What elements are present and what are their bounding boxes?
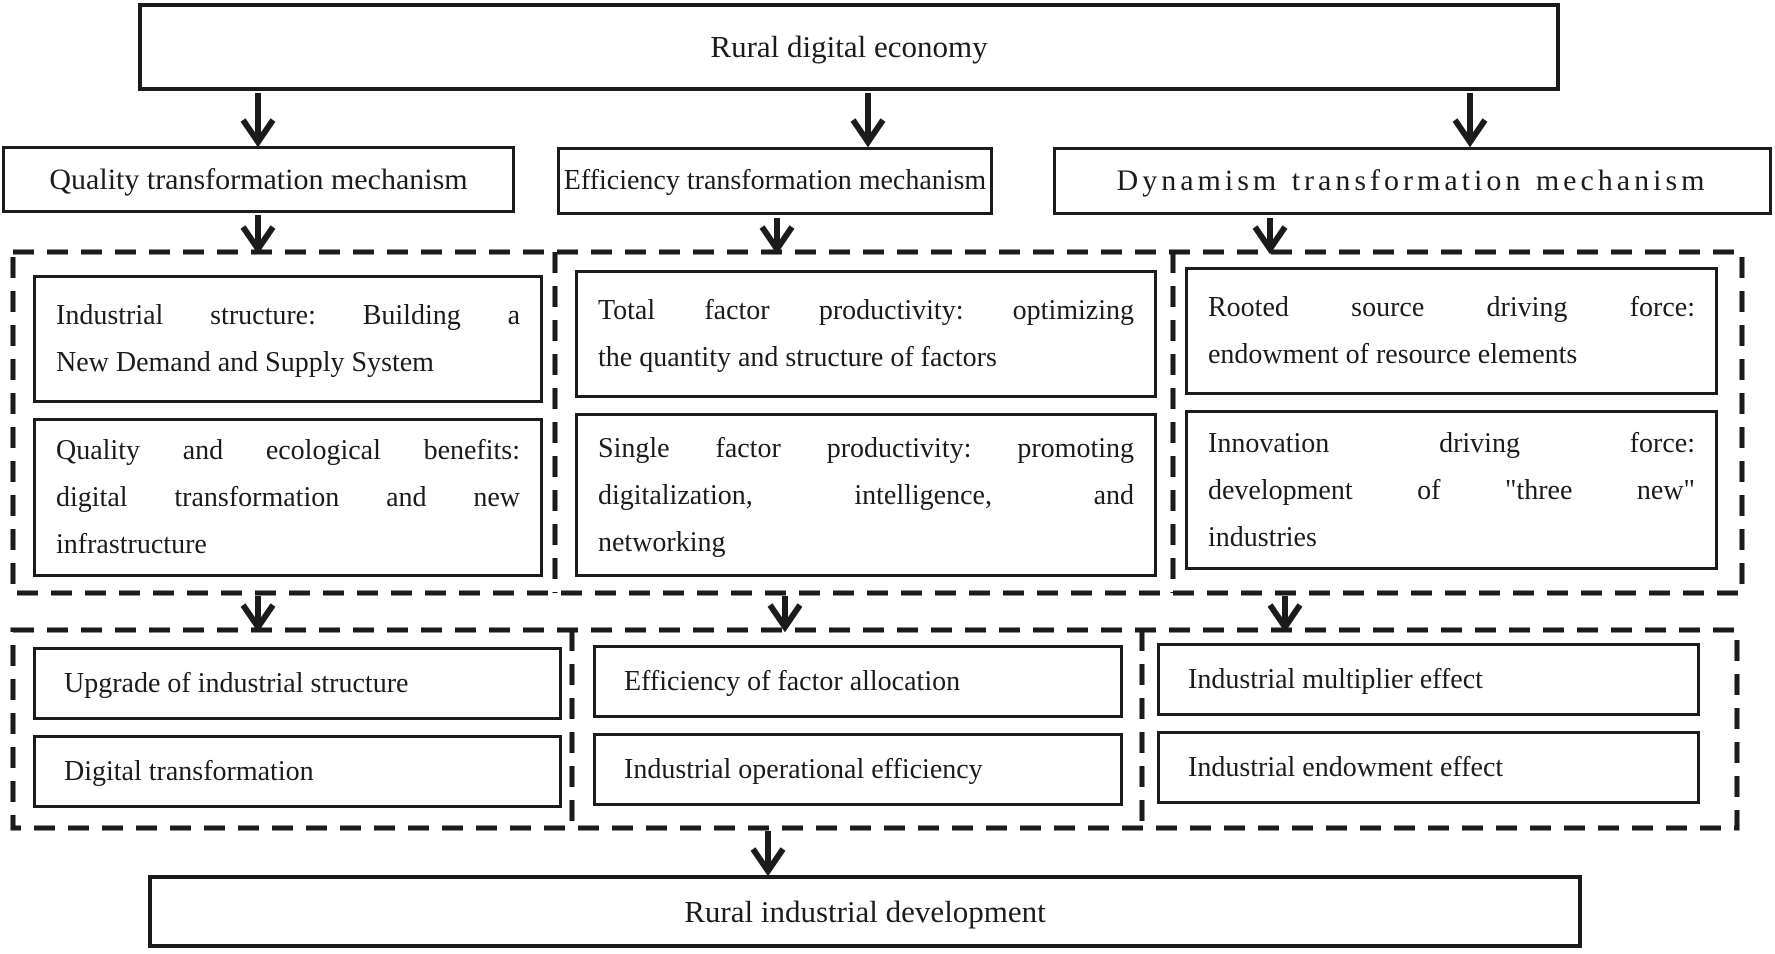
header-dynamism-mechanism: Dynamism transformation mechanism <box>1053 147 1772 215</box>
detail-line: digitalization, intelligence, and <box>598 479 1134 511</box>
detail-line: networking <box>598 526 726 558</box>
detail-line: Innovation driving force: <box>1208 427 1695 459</box>
outcome-label: Digital transformation <box>64 755 314 787</box>
outcome-label: Industrial operational efficiency <box>624 753 983 785</box>
detail-innovation-driving-force: Innovation driving force: development of… <box>1185 410 1718 570</box>
arrow-top-to-efficiency <box>850 93 886 148</box>
arrow-details-to-outcomes-right <box>1267 596 1303 633</box>
arrow-top-to-dynamism <box>1452 93 1488 148</box>
arrow-outcomes-to-bottom <box>750 831 786 877</box>
outcome-label: Industrial multiplier effect <box>1188 663 1483 695</box>
detail-line: Industrial structure: Building a <box>56 300 520 331</box>
header-efficiency-mechanism: Efficiency transformation mechanism <box>557 147 993 215</box>
detail-line: endowment of resource elements <box>1208 339 1578 370</box>
arrow-details-to-outcomes-middle <box>767 596 803 633</box>
detail-total-factor-productivity: Total factor productivity: optimizing th… <box>575 270 1157 398</box>
outcome-industrial-multiplier-effect: Industrial multiplier effect <box>1157 643 1700 716</box>
detail-line: Quality and ecological benefits: <box>56 435 520 466</box>
arrow-top-to-quality <box>240 93 276 148</box>
bottom-box-rural-industrial-development: Rural industrial development <box>148 875 1582 948</box>
outcome-digital-transformation: Digital transformation <box>33 735 562 808</box>
detail-line: New Demand and Supply System <box>56 347 434 378</box>
outcome-industrial-operational-efficiency: Industrial operational efficiency <box>593 733 1123 806</box>
detail-quality-ecological-benefits: Quality and ecological benefits: digital… <box>33 418 543 577</box>
detail-line: Rooted source driving force: <box>1208 292 1695 323</box>
outcomes-dashed-container <box>10 627 1740 831</box>
detail-line: Single factor productivity: promoting <box>598 432 1134 464</box>
detail-single-factor-productivity: Single factor productivity: promoting di… <box>575 413 1157 577</box>
detail-industrial-structure: Industrial structure: Building a New Dem… <box>33 275 543 403</box>
outcome-industrial-endowment-effect: Industrial endowment effect <box>1157 731 1700 804</box>
outcome-label: Industrial endowment effect <box>1188 751 1504 783</box>
detail-line: Total factor productivity: optimizing <box>598 295 1134 326</box>
arrow-details-to-outcomes-left <box>240 596 276 633</box>
detail-line: infrastructure <box>56 529 207 560</box>
detail-line: industries <box>1208 521 1317 553</box>
header-quality-label: Quality transformation mechanism <box>49 162 468 196</box>
detail-line: the quantity and structure of factors <box>598 342 997 373</box>
bottom-box-label: Rural industrial development <box>684 893 1046 929</box>
outcome-efficiency-factor-allocation: Efficiency of factor allocation <box>593 645 1123 718</box>
top-box-rural-digital-economy: Rural digital economy <box>138 3 1560 91</box>
outcome-upgrade-industrial-structure: Upgrade of industrial structure <box>33 647 562 720</box>
detail-line: digital transformation and new <box>56 482 520 513</box>
header-efficiency-label: Efficiency transformation mechanism <box>563 165 987 196</box>
arrow-quality-to-details <box>240 215 276 255</box>
header-quality-mechanism: Quality transformation mechanism <box>2 146 515 213</box>
detail-line: development of "three new" <box>1208 474 1695 506</box>
detail-rooted-source-driving-force: Rooted source driving force: endowment o… <box>1185 267 1718 395</box>
top-box-label: Rural digital economy <box>710 29 988 64</box>
outcome-label: Upgrade of industrial structure <box>64 667 409 699</box>
header-dynamism-label: Dynamism transformation mechanism <box>1116 164 1709 197</box>
arrow-dynamism-to-details <box>1252 218 1288 255</box>
outcome-label: Efficiency of factor allocation <box>624 665 961 697</box>
arrow-efficiency-to-details <box>759 218 795 255</box>
details-dashed-container <box>10 249 1745 596</box>
